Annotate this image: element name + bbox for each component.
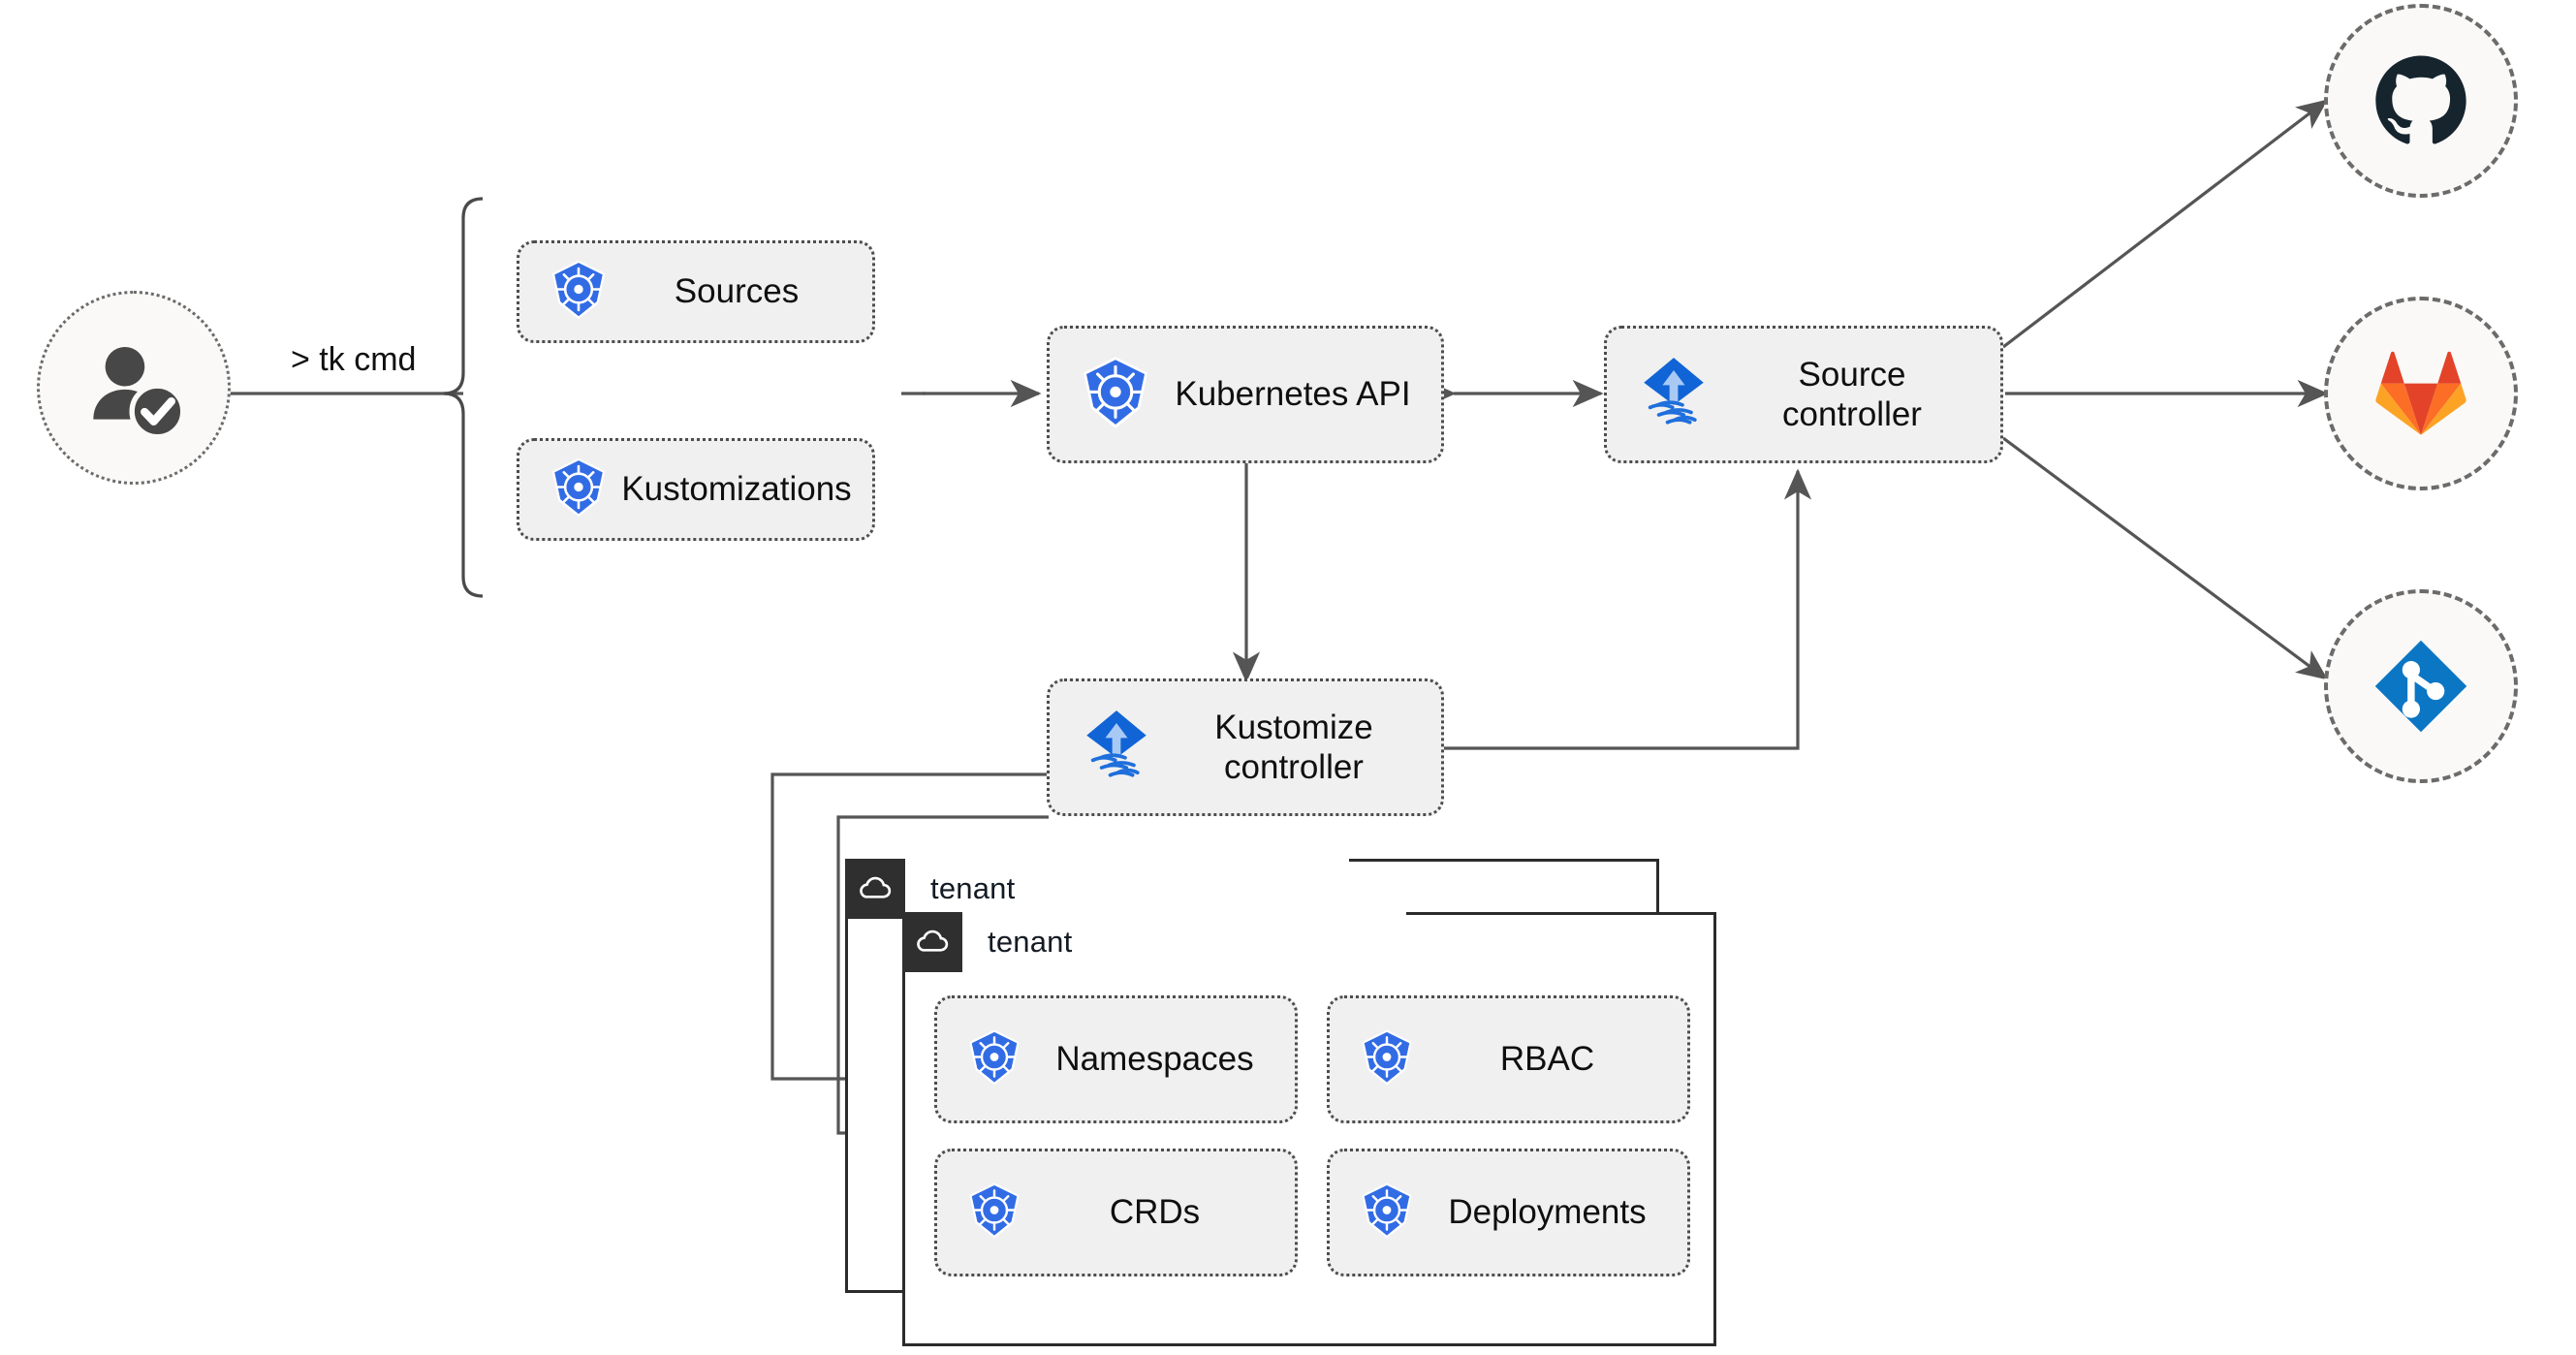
- curly-brace: [443, 197, 484, 598]
- flux-icon: [1077, 706, 1156, 790]
- kubernetes-icon: [1357, 1027, 1417, 1092]
- provider-node-gitlab[interactable]: [2324, 297, 2518, 490]
- tenant-resource-namespaces[interactable]: Namespaces: [934, 995, 1298, 1123]
- tenant-resource-crds[interactable]: CRDs: [934, 1149, 1298, 1276]
- tenant-resource-deployments[interactable]: Deployments: [1327, 1149, 1690, 1276]
- tenant-tab-label: tenant: [988, 925, 1073, 959]
- kubernetes-icon: [547, 456, 611, 524]
- kubernetes-icon: [1077, 354, 1154, 436]
- kubernetes-icon: [1357, 1181, 1417, 1245]
- kubernetes-icon: [964, 1027, 1024, 1092]
- cloud-icon: [845, 859, 905, 919]
- core-node-label: Kubernetes API: [1175, 375, 1411, 414]
- user-actor-node[interactable]: [37, 291, 231, 485]
- tenant-tab[interactable]: tenant: [902, 912, 1406, 972]
- git-icon: [2374, 640, 2467, 733]
- core-node-label: Kustomize controller: [1214, 708, 1373, 786]
- cloud-icon: [902, 912, 962, 972]
- resource-label: Sources: [674, 272, 800, 311]
- tenant-tab[interactable]: tenant: [845, 859, 1349, 919]
- core-node-kustomize-controller[interactable]: Kustomize controller: [1047, 678, 1444, 816]
- resource-node-sources[interactable]: Sources: [517, 240, 875, 343]
- tenant-window-front[interactable]: tenant Namespaces: [902, 912, 1716, 1346]
- tenant-resource-label: Deployments: [1448, 1193, 1647, 1232]
- provider-node-github[interactable]: [2324, 4, 2518, 198]
- core-node-label: Source controller: [1782, 355, 1922, 433]
- wire-source-to-git: [2002, 436, 2329, 680]
- tenant-tab-label: tenant: [930, 871, 1016, 905]
- tenant-resource-label: RBAC: [1499, 1040, 1595, 1079]
- tenant-resource-grid: Namespaces RBAC: [934, 995, 1690, 1276]
- tenant-resource-label: Namespaces: [1055, 1040, 1254, 1079]
- kubernetes-icon: [964, 1181, 1024, 1245]
- tenant-resource-rbac[interactable]: RBAC: [1327, 995, 1690, 1123]
- wire-source-to-github: [2002, 99, 2329, 349]
- core-node-kubernetes-api[interactable]: Kubernetes API: [1047, 326, 1444, 463]
- command-label: > tk cmd: [291, 341, 417, 378]
- tenant-resource-label: CRDs: [1109, 1193, 1201, 1232]
- resource-node-kustomizations[interactable]: Kustomizations: [517, 438, 875, 541]
- wire-kustomize-to-source: [1444, 468, 1812, 750]
- gitlab-icon: [2375, 351, 2466, 435]
- github-icon: [2375, 55, 2466, 144]
- user-verified-icon: [93, 346, 186, 440]
- flux-icon: [1634, 353, 1713, 437]
- provider-node-git[interactable]: [2324, 589, 2518, 783]
- core-node-source-controller[interactable]: Source controller: [1604, 326, 2003, 463]
- kubernetes-icon: [547, 258, 611, 327]
- resource-label: Kustomizations: [621, 470, 852, 509]
